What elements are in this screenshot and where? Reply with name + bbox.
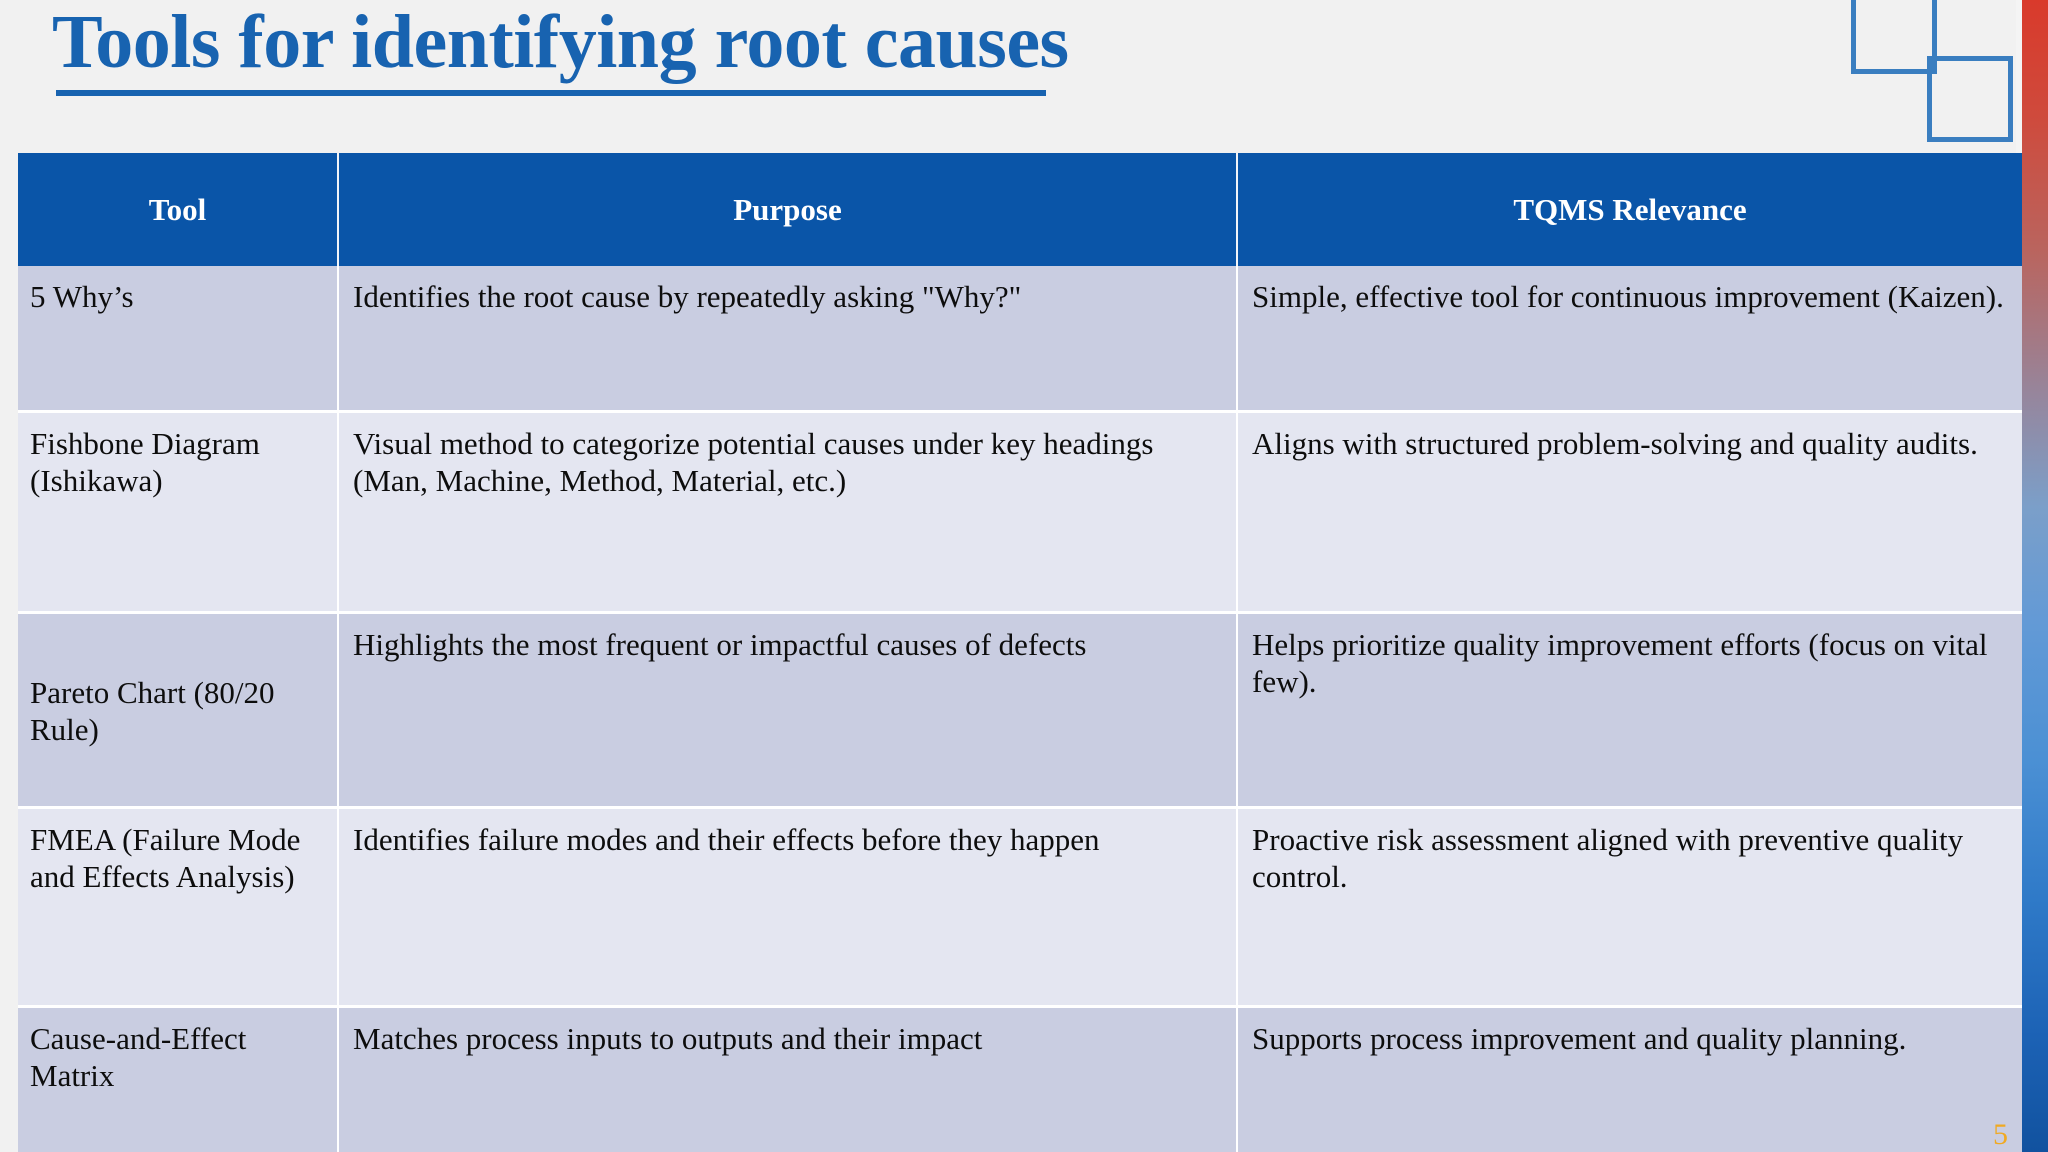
- column-header-tqms-relevance: TQMS Relevance: [1237, 153, 2022, 266]
- tools-table: Tool Purpose TQMS Relevance 5 Why’s Iden…: [18, 153, 2022, 1152]
- table-row: Pareto Chart (80/20 Rule) Highlights the…: [18, 612, 2022, 809]
- cell-tool: Pareto Chart (80/20 Rule): [18, 612, 339, 809]
- cell-tqms: Helps prioritize quality improvement eff…: [1237, 612, 2022, 809]
- cell-purpose: Identifies failure modes and their effec…: [338, 807, 1238, 1008]
- title-underline: [56, 90, 1046, 96]
- cell-tqms: Proactive risk assessment aligned with p…: [1237, 807, 2022, 1008]
- right-edge-gradient-bar: [2022, 0, 2048, 1152]
- cell-tqms: Supports process improvement and quality…: [1237, 1006, 2022, 1152]
- cell-tool: 5 Why’s: [18, 266, 339, 413]
- cell-purpose: Visual method to categorize potential ca…: [338, 411, 1238, 614]
- cell-tool: FMEA (Failure Mode and Effects Analysis): [18, 807, 339, 1008]
- decorative-square-upper-icon: [1851, 0, 1937, 74]
- table-body: 5 Why’s Identifies the root cause by rep…: [18, 266, 2022, 1152]
- tools-table-wrapper: Tool Purpose TQMS Relevance 5 Why’s Iden…: [18, 153, 2022, 1152]
- decorative-squares-group: [1851, 0, 2021, 142]
- table-row: 5 Why’s Identifies the root cause by rep…: [18, 266, 2022, 413]
- table-row: Cause-and-Effect Matrix Matches process …: [18, 1006, 2022, 1152]
- cell-tool: Fishbone Diagram (Ishikawa): [18, 411, 339, 614]
- slide-number: 5: [1993, 1118, 2008, 1151]
- column-header-tool: Tool: [18, 153, 339, 266]
- table-header: Tool Purpose TQMS Relevance: [18, 153, 2022, 266]
- table-row: Fishbone Diagram (Ishikawa) Visual metho…: [18, 411, 2022, 614]
- cell-tqms: Simple, effective tool for continuous im…: [1237, 266, 2022, 413]
- table-header-row: Tool Purpose TQMS Relevance: [18, 153, 2022, 266]
- cell-purpose: Highlights the most frequent or impactfu…: [338, 612, 1238, 809]
- cell-tool: Cause-and-Effect Matrix: [18, 1006, 339, 1152]
- table-row: FMEA (Failure Mode and Effects Analysis)…: [18, 807, 2022, 1008]
- cell-purpose: Identifies the root cause by repeatedly …: [338, 266, 1238, 413]
- page-title: Tools for identifying root causes: [52, 0, 1069, 84]
- decorative-square-lower-icon: [1927, 56, 2013, 142]
- cell-tqms: Aligns with structured problem-solving a…: [1237, 411, 2022, 614]
- column-header-purpose: Purpose: [338, 153, 1238, 266]
- cell-purpose: Matches process inputs to outputs and th…: [338, 1006, 1238, 1152]
